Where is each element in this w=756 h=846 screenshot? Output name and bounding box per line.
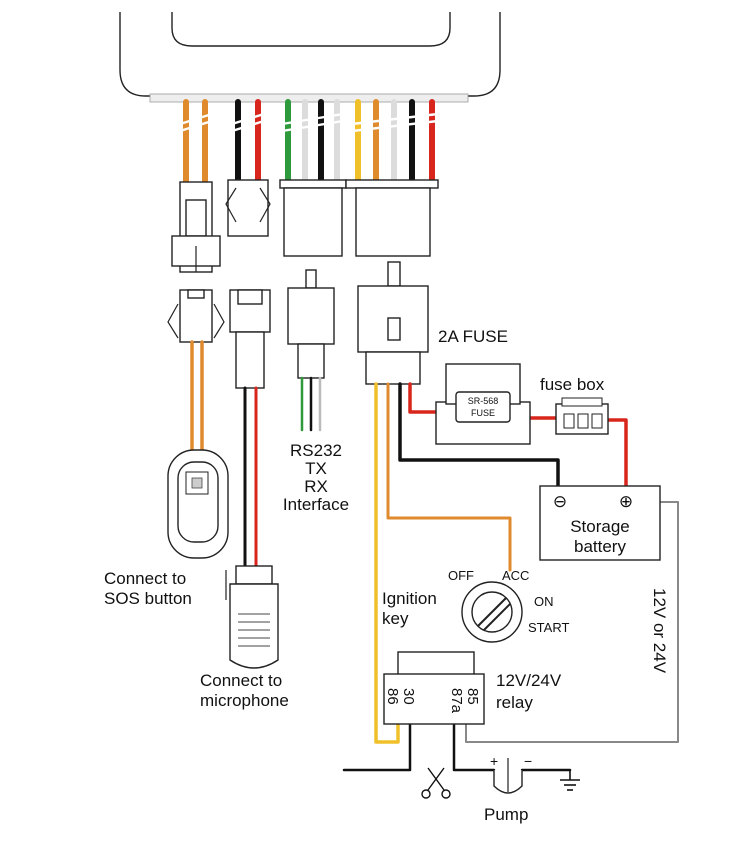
microphone bbox=[225, 565, 279, 669]
mic-label-line2: microphone bbox=[200, 691, 289, 710]
battery-minus-terminal: ⊖ bbox=[553, 492, 567, 511]
mic-label-line1: Connect to bbox=[200, 671, 282, 690]
tracker-housing bbox=[119, 12, 501, 103]
rs232-label-line3: RX bbox=[304, 477, 328, 496]
upper-connectors bbox=[171, 179, 439, 273]
ignition-label-line1: Ignition bbox=[382, 589, 437, 608]
pump-label: Pump bbox=[484, 805, 528, 824]
field-wires bbox=[190, 340, 679, 772]
relay-label-line2: relay bbox=[496, 693, 533, 712]
rs232-label-line4: Interface bbox=[283, 495, 349, 514]
battery-plus-terminal: ⊕ bbox=[619, 492, 633, 511]
lower-connectors bbox=[167, 261, 429, 389]
battery-label-line2: battery bbox=[574, 537, 626, 556]
sos-label-line1: Connect to bbox=[104, 569, 186, 588]
key-position-off: OFF bbox=[448, 568, 474, 583]
fuse-2a-label: 2A FUSE bbox=[438, 327, 508, 346]
ignition-label-line2: key bbox=[382, 609, 409, 628]
relay-pin-85: 85 bbox=[464, 688, 481, 705]
ignition-key bbox=[461, 581, 523, 643]
key-position-start: START bbox=[528, 620, 569, 635]
fuse-chip-label-top: SR-568 bbox=[468, 396, 499, 406]
pump-plus: + bbox=[490, 753, 498, 769]
pump-minus: − bbox=[524, 753, 532, 769]
scissors-icon bbox=[421, 767, 451, 799]
pump bbox=[493, 758, 523, 794]
key-position-on: ON bbox=[534, 594, 554, 609]
relay-pin-86: 86 bbox=[384, 688, 401, 705]
fuse-chip-label-bottom: FUSE bbox=[471, 408, 495, 418]
wire-harness bbox=[179, 99, 439, 189]
inline-fuse-2a: SR-568 FUSE bbox=[435, 363, 531, 445]
rs232-label-line1: RS232 bbox=[290, 441, 342, 460]
relay bbox=[383, 651, 485, 725]
key-position-acc: ACC bbox=[502, 568, 529, 583]
storage-battery: ⊖ ⊕ Storage battery bbox=[539, 485, 661, 561]
ground-icon bbox=[560, 770, 580, 791]
voltage-label: 12V or 24V bbox=[650, 588, 669, 674]
battery-label-line1: Storage bbox=[570, 517, 630, 536]
fuse-box-label: fuse box bbox=[540, 375, 605, 394]
relay-label-line1: 12V/24V bbox=[496, 671, 562, 690]
fuse-box bbox=[555, 397, 609, 435]
relay-pin-87a: 87a bbox=[448, 688, 465, 714]
rs232-label-line2: TX bbox=[305, 459, 327, 478]
relay-pin-30: 30 bbox=[400, 688, 417, 705]
sos-label-line2: SOS button bbox=[104, 589, 192, 608]
sos-button bbox=[167, 449, 229, 559]
